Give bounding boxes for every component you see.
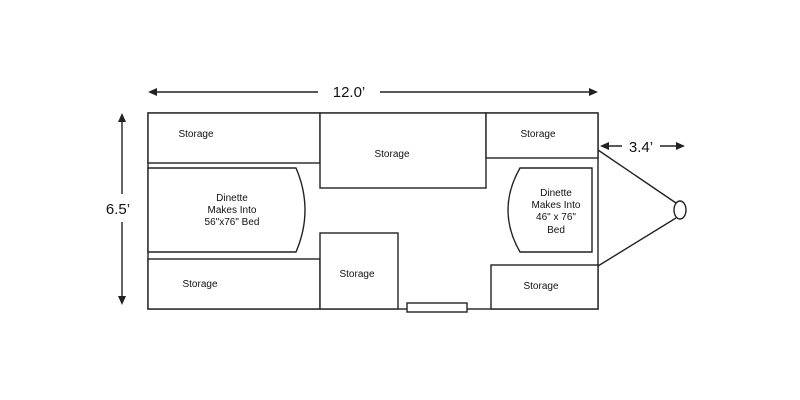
entry-door [406,302,468,313]
width-label: 6.5’ [106,201,130,218]
storage-bottom-left-label: Storage [182,279,217,290]
length-label: 12.0’ [333,84,366,101]
length-arrow-left [148,88,157,96]
storage-bottom-center-box [319,232,399,310]
dinette-left-shape [147,167,306,253]
storage-bottom-left-box [147,258,321,310]
storage-top-right-label: Storage [520,129,555,140]
storage-top-center-label: Storage [374,149,409,160]
dinette-left: Dinette Makes Into 56"x76" Bed [147,167,306,253]
hitch [597,149,687,267]
dinette-left-line-2: Makes Into [208,205,257,216]
dinette-right-line-2: Makes Into [532,200,581,211]
storage-bottom-left: Storage [147,258,321,310]
storage-bottom-center: Storage [319,232,399,310]
dinette-left-line-1: Dinette [216,193,248,204]
hitch-line-top [597,149,677,204]
hitch-line-bottom [597,217,677,267]
storage-bottom-right-label: Storage [523,281,558,292]
storage-bottom-center-label: Storage [339,269,374,280]
tongue-dimension: 3.4’ [600,139,685,156]
tongue-label: 3.4’ [629,139,653,156]
storage-bottom-right-box [490,264,599,310]
width-arrow-top [118,113,126,122]
storage-top-right: Storage [485,112,599,159]
tongue-arrow-right [676,142,685,150]
storage-top-left: Storage [147,112,321,164]
dinette-right: Dinette Makes Into 46" x 76" Bed [507,167,593,253]
dinette-right-shape [507,167,593,253]
length-arrow-right [589,88,598,96]
storage-top-center: Storage [319,112,487,189]
hitch-coupler [673,200,687,220]
dinette-right-line-4: Bed [547,225,565,236]
storage-top-left-label: Storage [178,129,213,140]
width-arrow-bottom [118,296,126,305]
dinette-right-line-3: 46" x 76" [536,212,576,223]
dinette-right-line-1: Dinette [540,188,572,199]
storage-bottom-right: Storage [490,264,599,310]
tongue-arrow-left [600,142,609,150]
width-dimension: 6.5’ [106,113,130,305]
storage-top-left-box [147,112,321,164]
length-dimension: 12.0’ [148,84,598,101]
storage-top-right-box [485,112,599,159]
dinette-left-line-3: 56"x76" Bed [205,217,260,228]
